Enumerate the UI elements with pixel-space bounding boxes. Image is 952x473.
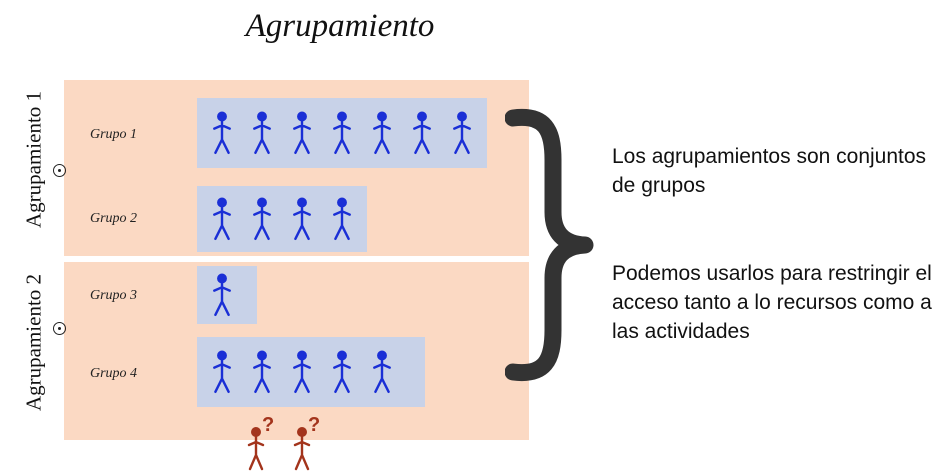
grouping-1-label: Agrupamiento 1 <box>21 90 46 229</box>
member-figure-icon <box>413 111 431 155</box>
member-figure-icon <box>333 350 351 394</box>
member-figure-icon <box>293 350 311 394</box>
diagram-title: Agrupamiento <box>245 8 435 44</box>
group-2-box <box>197 186 367 252</box>
ungrouped-users: ?? <box>247 414 320 471</box>
member-figure-icon <box>453 111 471 155</box>
member-figure-icon <box>293 111 311 155</box>
member-figure-icon <box>213 273 231 317</box>
question-mark: ? <box>262 414 274 436</box>
member-figure-icon <box>213 197 231 241</box>
grouping-2-label: Agrupamiento 2 <box>21 273 46 412</box>
member-figure-icon <box>293 197 311 241</box>
member-figure-icon <box>373 350 391 394</box>
question-mark: ? <box>308 414 320 436</box>
group-4-box <box>197 337 425 407</box>
member-figure-icon <box>373 111 391 155</box>
group-1-label: Grupo 1 <box>90 127 138 142</box>
member-figure-icon <box>253 197 271 241</box>
member-figure-icon <box>253 350 271 394</box>
ungrouped-user-icon: ? <box>247 414 274 471</box>
member-figure-icon <box>213 350 231 394</box>
group-3-label: Grupo 3 <box>90 288 138 303</box>
ungrouped-user-icon: ? <box>293 414 320 471</box>
group-4-label: Grupo 4 <box>90 366 138 381</box>
grouping-1-toggle-icon <box>53 164 66 177</box>
explanation-1: Los agrupamientos son conjuntos de grupo… <box>612 145 927 197</box>
member-figure-icon <box>253 111 271 155</box>
group-2-label: Grupo 2 <box>90 211 138 226</box>
grouping-2-toggle-icon <box>53 322 66 335</box>
explanation-2: Podemos usarlos para restringir el acces… <box>612 262 932 343</box>
member-figure-icon <box>213 111 231 155</box>
group-3-box <box>197 266 257 324</box>
group-1-box <box>197 98 487 168</box>
member-figure-icon <box>333 197 351 241</box>
curly-brace-icon <box>505 108 594 382</box>
member-figure-icon <box>333 111 351 155</box>
